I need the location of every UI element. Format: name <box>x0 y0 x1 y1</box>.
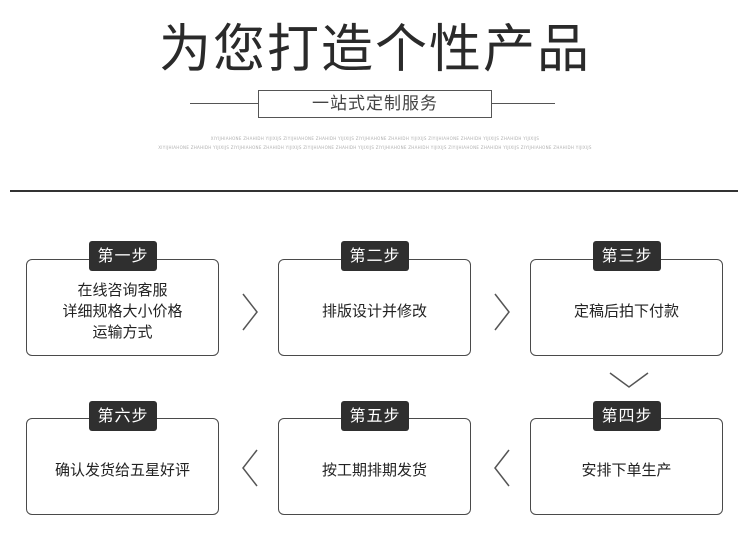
step-6-tag: 第六步 <box>89 401 157 431</box>
subtitle-line-right <box>492 103 555 104</box>
step-2-tag: 第二步 <box>341 241 409 271</box>
step-1-line-1: 在线咨询客服 <box>77 281 168 299</box>
step-1-line-2: 详细规格大小价格 <box>62 302 183 320</box>
fine-print-line-2: XIYIJHIAHONE ZHAHIDH YIJIXIJS ZIYIJHIAHO… <box>158 145 592 150</box>
subtitle-line-left <box>190 103 258 104</box>
step-2-description: 排版设计并修改 <box>279 260 470 355</box>
step-4-card: 安排下单生产 <box>530 418 723 515</box>
step-3-tag: 第三步 <box>593 241 661 271</box>
step-3-line-1: 定稿后拍下付款 <box>573 302 679 320</box>
chevron-left-icon <box>242 449 258 487</box>
step-5-tag: 第五步 <box>341 401 409 431</box>
step-4-description: 安排下单生产 <box>531 419 722 514</box>
step-1-card: 在线咨询客服 详细规格大小价格 运输方式 <box>26 259 219 356</box>
step-5-card: 按工期排期发货 <box>278 418 471 515</box>
step-5-line-1: 按工期排期发货 <box>321 461 427 479</box>
step-1-tag: 第一步 <box>89 241 157 271</box>
subtitle: 一站式定制服务 <box>258 90 492 118</box>
step-6-description: 确认发货给五星好评 <box>27 419 218 514</box>
chevron-left-icon <box>494 449 510 487</box>
step-2-line-1: 排版设计并修改 <box>321 302 427 320</box>
chevron-down-icon <box>609 372 649 388</box>
step-1-line-3: 运输方式 <box>92 323 153 341</box>
chevron-right-icon <box>242 293 258 331</box>
chevron-right-icon <box>494 293 510 331</box>
step-4-tag: 第四步 <box>593 401 661 431</box>
step-3-description: 定稿后拍下付款 <box>531 260 722 355</box>
step-3-card: 定稿后拍下付款 <box>530 259 723 356</box>
step-2-card: 排版设计并修改 <box>278 259 471 356</box>
section-divider <box>10 190 738 192</box>
fine-print-line-1: XIYIJHIAHONE ZHAHIDH YIJIXIJS ZIYIJHIAHO… <box>210 136 540 141</box>
page-title: 为您打造个性产品 <box>158 20 591 80</box>
step-5-description: 按工期排期发货 <box>279 419 470 514</box>
step-6-card: 确认发货给五星好评 <box>26 418 219 515</box>
step-4-line-1: 安排下单生产 <box>581 461 672 479</box>
step-1-description: 在线咨询客服 详细规格大小价格 运输方式 <box>27 260 218 355</box>
step-6-line-1: 确认发货给五星好评 <box>54 461 190 479</box>
